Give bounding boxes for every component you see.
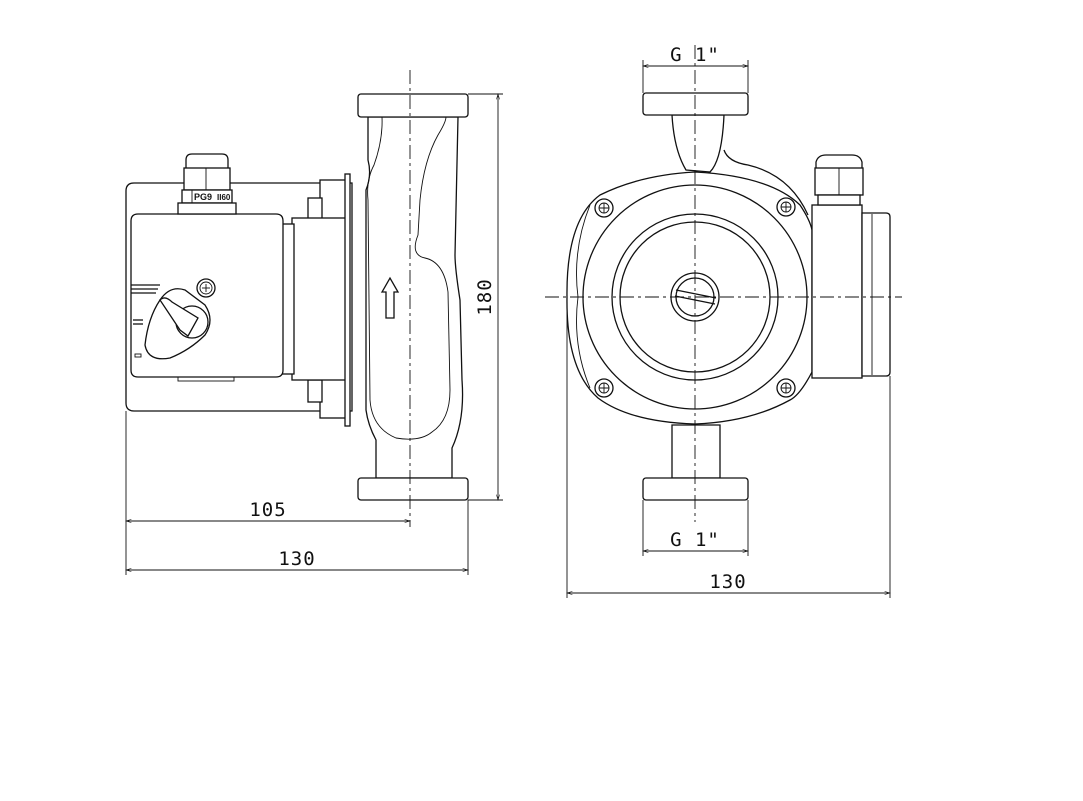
dim-motor-length-text: 105 bbox=[249, 499, 286, 521]
dimension-height: 180 bbox=[468, 93, 503, 501]
screw-icon bbox=[196, 278, 216, 298]
cable-gland: PG9 II60 bbox=[177, 153, 237, 215]
terminal-box-lip bbox=[177, 376, 235, 382]
flow-direction-arrow bbox=[380, 276, 400, 319]
adapter-ring bbox=[291, 217, 347, 381]
outlet-neck bbox=[671, 424, 721, 479]
dimension-inlet-thread: G 1" bbox=[642, 44, 749, 93]
outlet-flange-front bbox=[642, 477, 749, 501]
bolt-icon bbox=[594, 198, 614, 218]
dim-outlet-thread-text: G 1" bbox=[670, 529, 720, 551]
dim-total-length-text: 130 bbox=[278, 548, 315, 570]
inlet-flange-front bbox=[642, 92, 749, 116]
flange-step-bottom-inner bbox=[307, 379, 323, 403]
dimension-width: 130 bbox=[566, 297, 891, 598]
dimension-motor-length: 105 bbox=[125, 411, 411, 575]
dimension-total-length: 130 bbox=[125, 500, 469, 575]
front-view: G 1" G 1" 130 bbox=[545, 44, 902, 598]
terminal-box-front bbox=[811, 154, 891, 379]
gland-rating: II60 bbox=[217, 193, 231, 202]
inlet-flange-side bbox=[357, 93, 469, 118]
bolt-icon bbox=[776, 197, 796, 217]
dimension-outlet-thread: G 1" bbox=[642, 500, 749, 556]
outlet-flange-side bbox=[357, 477, 469, 501]
bolt-icon bbox=[594, 378, 614, 398]
dim-height-text: 180 bbox=[474, 278, 496, 315]
mounting-plate bbox=[344, 173, 351, 427]
dim-width-text: 130 bbox=[709, 571, 746, 593]
bolt-icon bbox=[776, 378, 796, 398]
gland-label: PG9 bbox=[194, 192, 212, 202]
pump-housing-side bbox=[357, 93, 469, 501]
side-view: PG9 II60 bbox=[125, 70, 503, 575]
adapter-neck bbox=[281, 223, 295, 375]
speed-selector-knob[interactable] bbox=[131, 284, 211, 360]
inlet-neck bbox=[671, 114, 725, 173]
dim-inlet-thread-text: G 1" bbox=[670, 44, 720, 66]
flange-step-top-inner bbox=[307, 197, 323, 221]
